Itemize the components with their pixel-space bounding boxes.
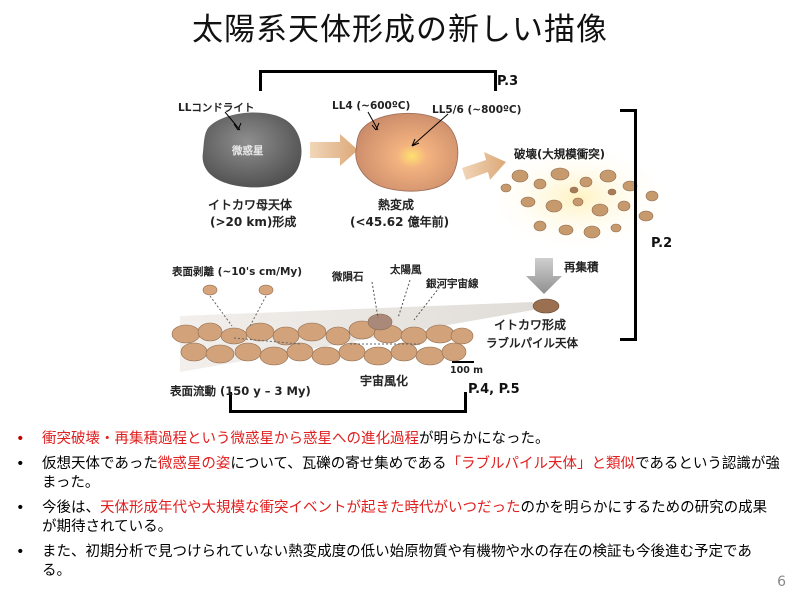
formation-diagram xyxy=(171,111,666,372)
highlighted-text: 衝突破壊・再集積過程という微惑星から惑星への進化過程 xyxy=(42,431,419,447)
rubble-surface xyxy=(171,313,474,366)
bullet-item: • 仮想天体であった微惑星の姿について、瓦礫の寄せ集めである「ラブルパイル天体」と… xyxy=(10,455,780,493)
page-number: 6 xyxy=(777,574,786,590)
label-scale-100m: 100 m xyxy=(450,365,484,376)
reaccumulation-arrow xyxy=(526,258,562,294)
page-ref-p2: P.2 xyxy=(651,236,673,251)
process-arrow-2 xyxy=(462,152,506,180)
label-thermal-metamorphism: 熱変成 xyxy=(378,198,415,212)
highlighted-text: 微惑星の姿 xyxy=(157,456,231,472)
page-ref-p3: P.3 xyxy=(497,74,519,89)
bracket-p45 xyxy=(229,392,467,413)
metamorphosed-body xyxy=(355,112,459,192)
label-parent-body: イトカワ母天体 xyxy=(208,198,293,212)
label-micrometeorite: 微隕石 xyxy=(332,271,364,283)
slide-title: 太陽系天体形成の新しい描像 xyxy=(192,12,608,48)
bullet-text: 仮想天体であった xyxy=(42,456,158,472)
bullet-text: 今後は、 xyxy=(42,500,100,516)
label-destruction: 破壊(大規模衝突) xyxy=(514,147,606,161)
label-ll56: LL5/6 (~800ºC) xyxy=(432,104,522,116)
label-cosmic-rays: 銀河宇宙線 xyxy=(426,278,479,290)
label-parent-body-size: (>20 km)形成 xyxy=(210,215,297,229)
bullet-item: • 今後は、天体形成年代や大規模な衝突イベントが起きた時代がいつだったのかを明らか… xyxy=(10,499,780,537)
bullet-dot: • xyxy=(16,500,25,516)
label-surface-exfoliation: 表面剥離 (~10's cm/My) xyxy=(172,266,303,278)
bullet-text: であるという認識が強まった。 xyxy=(42,456,780,491)
highlighted-text: 「ラブルパイル天体」と類似 xyxy=(446,456,636,472)
highlighted-text: 天体形成年代や大規模な衝突イベントが起きた時代がいつだった xyxy=(100,500,521,516)
bullet-text: について、瓦礫の寄せ集めである xyxy=(230,456,447,472)
bullet-text: が明らかになった。 xyxy=(419,431,550,447)
process-arrow-1 xyxy=(310,134,358,166)
label-reaccumulation: 再集積 xyxy=(564,260,599,274)
bracket-p2 xyxy=(620,109,637,341)
bullet-item: • 衝突破壊・再集積過程という微惑星から惑星への進化過程が明らかになった。 xyxy=(10,430,780,449)
bullet-dot: • xyxy=(16,544,25,560)
label-rubble-pile: ラブルパイル天体 xyxy=(486,336,578,350)
label-itokawa-formation: イトカワ形成 xyxy=(494,318,567,332)
label-planetesimal: 微惑星 xyxy=(232,145,264,157)
bullet-text: のかを明らかにするための研究の成果が期待されている。 xyxy=(42,500,768,535)
bullet-dot: • xyxy=(16,431,25,447)
debris-fragments xyxy=(500,167,659,239)
bracket-p3 xyxy=(259,70,497,91)
ejected-particle xyxy=(202,284,218,296)
label-space-weathering: 宇宙風化 xyxy=(360,374,409,388)
bullet-list: • 衝突破壊・再集積過程という微惑星から惑星への進化過程が明らかになった。 • 仮想天… xyxy=(10,430,780,587)
planetesimal-body xyxy=(202,112,302,188)
itokawa-small xyxy=(532,298,560,314)
label-solar-wind: 太陽風 xyxy=(390,264,422,276)
bullet-dot: • xyxy=(16,456,25,472)
label-surface-flow: 表面流動 (150 y – 3 My) xyxy=(170,384,311,398)
label-ll-chondrite: LLコンドライト xyxy=(178,102,255,114)
trajectory-lines xyxy=(209,295,420,345)
label-thermal-age: (<45.62 億年前) xyxy=(350,215,450,229)
page-ref-p45: P.4, P.5 xyxy=(468,382,520,397)
annotation-arrows xyxy=(224,111,449,147)
bullet-item: • また、初期分析で見つけられていない熱変成度の低い始原物質や有機物や水の存在の検… xyxy=(10,543,780,581)
weathering-rays xyxy=(371,279,443,321)
bullet-text: また、初期分析で見つけられていない熱変成度の低い始原物質や有機物や水の存在の検証… xyxy=(42,544,752,579)
label-ll4: LL4 (~600ºC) xyxy=(332,100,411,112)
ejected-particle xyxy=(258,284,274,296)
